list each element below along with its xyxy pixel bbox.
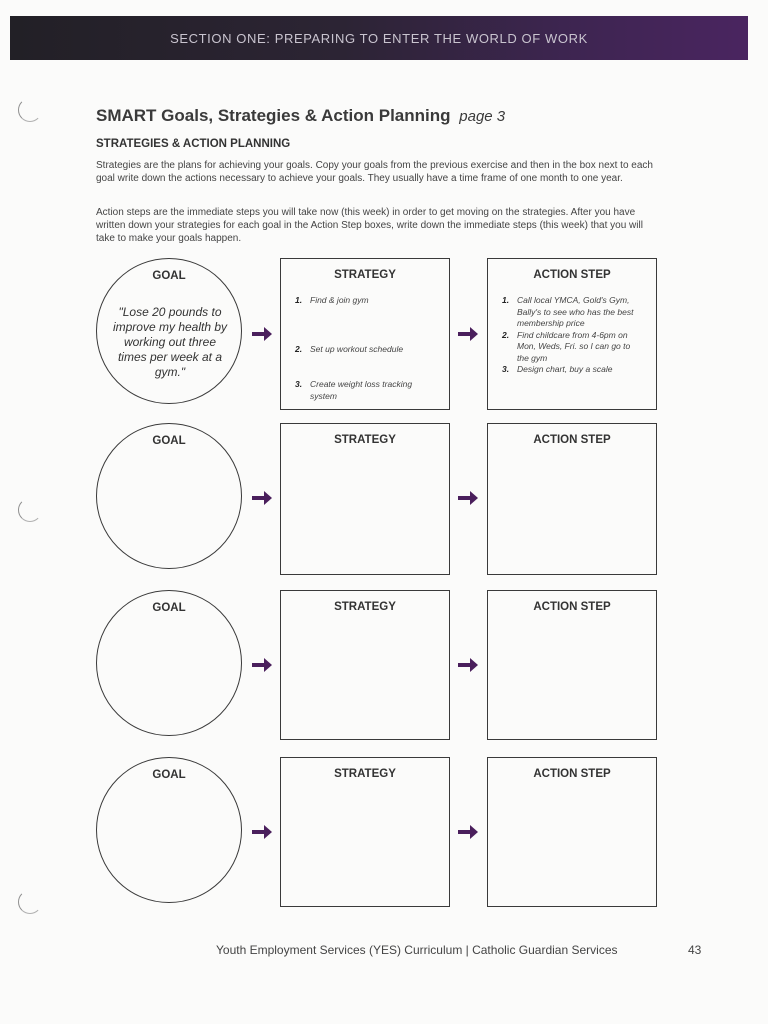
right-arrow-icon: [458, 658, 478, 672]
strategy-box[interactable]: STRATEGY: [280, 423, 450, 575]
strategy-item: 1.Find & join gym: [295, 295, 369, 305]
section-heading: STRATEGIES & ACTION PLANNING: [96, 138, 291, 150]
footer-text: Youth Employment Services (YES) Curricul…: [216, 943, 618, 957]
section-banner-text: SECTION ONE: PREPARING TO ENTER THE WORL…: [170, 30, 588, 46]
strategy-box-example: STRATEGY 1.Find & join gym 2.Set up work…: [280, 258, 450, 410]
punch-hole-icon: [18, 890, 42, 914]
action-step-item: 3.Design chart, buy a scale: [502, 364, 613, 374]
goal-circle-example: GOAL "Lose 20 pounds to improve my healt…: [96, 258, 242, 404]
goal-circle[interactable]: GOAL: [96, 757, 242, 903]
action-steps-paragraph: Action steps are the immediate steps you…: [96, 207, 643, 244]
right-arrow-icon: [458, 825, 478, 839]
goal-circle[interactable]: GOAL: [96, 423, 242, 569]
action-step-box[interactable]: ACTION STEP: [487, 423, 657, 575]
action-step-box-example: ACTION STEP 1.Call local YMCA, Gold's Gy…: [487, 258, 657, 410]
action-step-label: ACTION STEP: [533, 269, 611, 281]
goal-label: GOAL: [152, 435, 186, 447]
right-arrow-icon: [458, 327, 478, 341]
punch-hole-icon: [18, 498, 42, 522]
goal-label: GOAL: [152, 602, 186, 614]
right-arrow-icon: [252, 658, 272, 672]
strategy-box[interactable]: STRATEGY: [280, 590, 450, 740]
action-step-item: 2.Find childcare from 4-6pm on Mon, Weds…: [502, 329, 631, 363]
action-step-box[interactable]: ACTION STEP: [487, 590, 657, 740]
strategy-label: STRATEGY: [334, 269, 396, 281]
right-arrow-icon: [252, 327, 272, 341]
goal-circle[interactable]: GOAL: [96, 590, 242, 736]
right-arrow-icon: [252, 491, 272, 505]
strategies-paragraph: Strategies are the plans for achieving y…: [96, 160, 653, 184]
section-banner: SECTION ONE: PREPARING TO ENTER THE WORL…: [10, 16, 748, 60]
goal-label: GOAL: [152, 270, 186, 282]
strategy-item: 3.Create weight loss tracking system: [295, 379, 413, 401]
page-title-page: page 3: [459, 108, 506, 125]
strategy-list: 2.Set up workout schedule: [295, 344, 441, 356]
strategy-list: 3.Create weight loss tracking system: [295, 379, 441, 402]
action-step-item: 1.Call local YMCA, Gold's Gym, Bally's t…: [502, 295, 634, 328]
strategy-list: 1.Find & join gym: [295, 295, 441, 307]
strategy-box[interactable]: STRATEGY: [280, 757, 450, 907]
page-title: SMART Goals, Strategies & Action Plannin…: [96, 106, 505, 126]
strategy-label: STRATEGY: [334, 434, 396, 446]
action-step-label: ACTION STEP: [533, 768, 611, 780]
punch-hole-icon: [18, 98, 42, 122]
strategy-label: STRATEGY: [334, 768, 396, 780]
page-title-main: SMART Goals, Strategies & Action Plannin…: [96, 106, 451, 125]
strategy-label: STRATEGY: [334, 601, 396, 613]
action-step-label: ACTION STEP: [533, 601, 611, 613]
right-arrow-icon: [458, 491, 478, 505]
goal-example-text: "Lose 20 pounds to improve my health by …: [112, 305, 228, 379]
right-arrow-icon: [252, 825, 272, 839]
action-step-list: 1.Call local YMCA, Gold's Gym, Bally's t…: [502, 295, 642, 376]
strategy-item: 2.Set up workout schedule: [295, 344, 404, 354]
action-step-label: ACTION STEP: [533, 434, 611, 446]
page-number: 43: [688, 943, 702, 957]
goal-label: GOAL: [152, 769, 186, 781]
action-step-box[interactable]: ACTION STEP: [487, 757, 657, 907]
